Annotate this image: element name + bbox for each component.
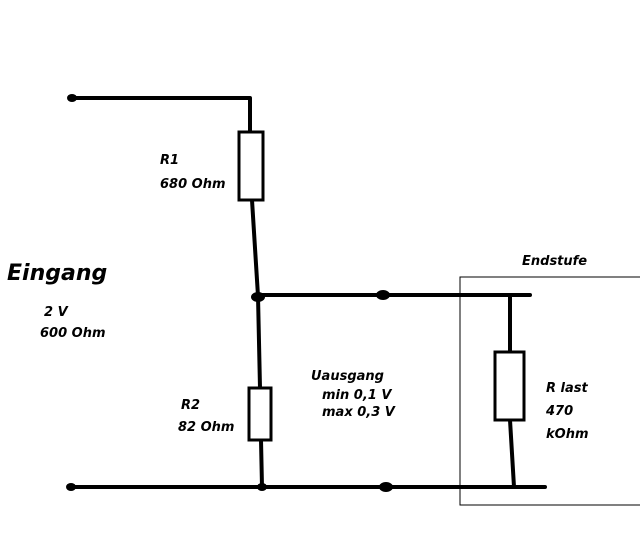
r1-name-label: R1: [160, 153, 179, 168]
endstufe-box: [459, 276, 640, 506]
wires: [68, 96, 547, 489]
input-voltage-label: 2 V: [44, 305, 69, 320]
r1-value-label: 680 Ohm: [160, 177, 226, 192]
output-title: Uausgang: [311, 369, 384, 384]
terminals: [66, 94, 393, 492]
r1-to-junction-wire: [250, 198, 260, 298]
output-bottom-terminal-dot: [379, 482, 393, 492]
junction-dot: [251, 292, 265, 302]
top-input-wire: [70, 96, 252, 134]
input-bottom-terminal-dot: [66, 483, 76, 491]
rlast-value-label: 470: [545, 404, 573, 419]
endstufe-title: Endstufe: [522, 254, 587, 269]
r2-name-label: R2: [181, 398, 200, 413]
output-top-terminal-dot: [376, 290, 390, 300]
rlast-bottom-lead: [508, 418, 516, 489]
junction-to-r2-wire: [256, 294, 262, 390]
resistor-rlast: [493, 350, 526, 422]
input-title: Eingang: [7, 261, 107, 286]
input-impedance-label: 600 Ohm: [40, 326, 106, 341]
r2-to-bottom-wire: [259, 438, 264, 489]
r2-value-label: 82 Ohm: [178, 420, 234, 435]
rlast-name-label: R last: [546, 381, 589, 396]
bottom-junction-dot: [257, 483, 267, 491]
output-max-label: max 0,3 V: [322, 405, 396, 420]
resistor-r1: [237, 130, 265, 202]
rlast-unit-label: kOhm: [546, 427, 589, 442]
resistor-r2: [247, 386, 273, 442]
output-min-label: min 0,1 V: [322, 388, 392, 403]
input-top-terminal-dot: [67, 94, 77, 102]
